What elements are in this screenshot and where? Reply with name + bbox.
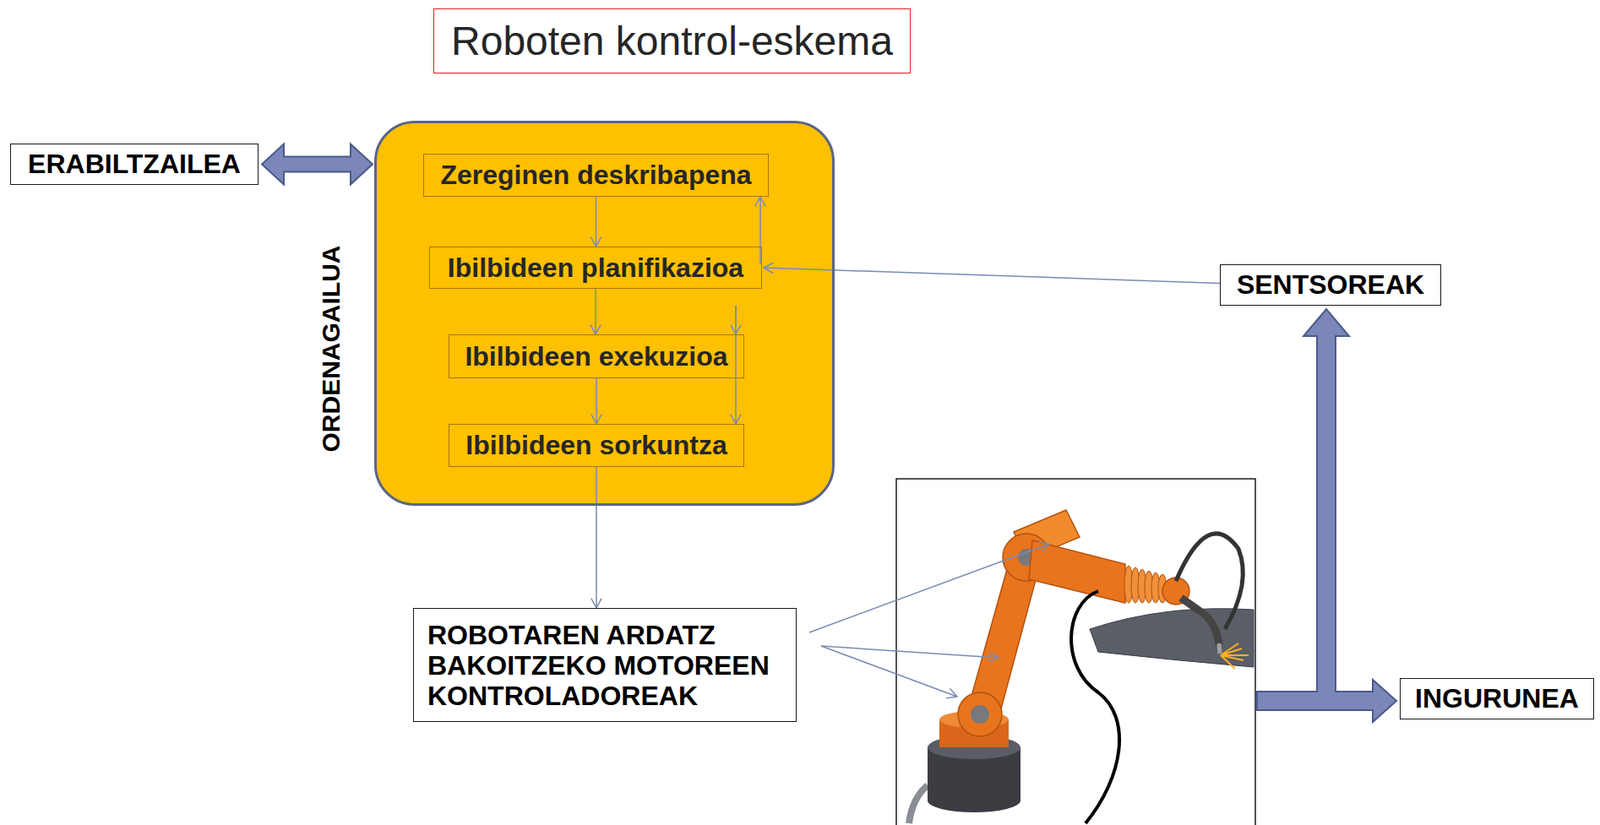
user-box: ERABILTZAILEA	[10, 143, 259, 186]
process-box: Ibilbideen planifikazioa	[429, 246, 762, 289]
leader-arrow	[821, 646, 958, 699]
computer-panel-fill	[375, 122, 834, 506]
process-box: Ibilbideen sorkuntza	[448, 424, 745, 468]
leader-arrow	[821, 646, 999, 663]
environment-sensor-arrow	[1257, 309, 1397, 723]
torch-tip	[1219, 643, 1220, 654]
connector-arrow	[591, 467, 602, 609]
title-box: Roboten kontrol-eskema	[433, 8, 911, 74]
welding-sparks	[1220, 643, 1249, 670]
connector-arrow	[755, 196, 766, 265]
environment-box: INGURUNEA	[1399, 678, 1595, 720]
box-label: ROBOTAREN ARDATZ BAKOITZEKO MOTOREEN KON…	[427, 620, 783, 712]
sensor-box: SENTSOREAK	[1219, 264, 1442, 306]
connector-arrow	[591, 378, 602, 425]
connector-arrow	[590, 288, 601, 335]
box-label: INGURUNEA	[1414, 683, 1579, 715]
robot-shoulder	[957, 692, 1002, 737]
box-label: SENTSOREAK	[1236, 269, 1425, 301]
process-box: Zereginen deskribapena	[423, 153, 769, 197]
robot-photo-frame	[896, 478, 1256, 825]
box-label: Ibilbideen planifikazioa	[447, 252, 744, 284]
connector-arrow	[730, 305, 741, 425]
process-box: Ibilbideen exekuzioa	[448, 334, 745, 379]
box-label: Ibilbideen sorkuntza	[465, 429, 727, 462]
computer-panel: ORDENAGAILUAZereginen deskribapenaIbilbi…	[374, 120, 835, 507]
box-label: ERABILTZAILEA	[27, 148, 241, 180]
welding-torch	[1180, 598, 1220, 646]
connector-arrow	[590, 196, 601, 247]
box-label: Ibilbideen exekuzioa	[464, 341, 728, 373]
title-text: Roboten kontrol-eskema	[451, 17, 893, 65]
leader-arrow	[809, 542, 1050, 633]
vertical-label: ORDENAGAILUA	[316, 245, 346, 453]
connector-arrow	[763, 262, 1220, 283]
double-arrow	[261, 144, 373, 186]
box-label: Zereginen deskribapena	[440, 159, 752, 191]
controller-box: ROBOTAREN ARDATZ BAKOITZEKO MOTOREEN KON…	[413, 608, 797, 723]
robot-shoulder-motor	[970, 705, 990, 724]
robot-cable	[1071, 591, 1120, 824]
base-tube	[908, 785, 928, 824]
